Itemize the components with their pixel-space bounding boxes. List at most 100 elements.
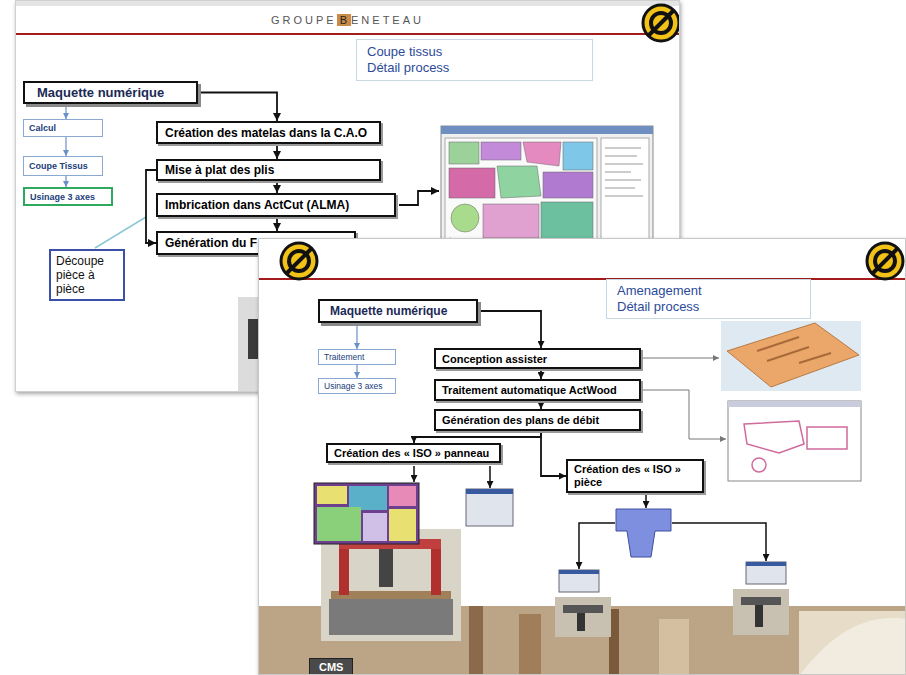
model-box: Maquette numérique (23, 81, 198, 104)
process-box: Génération des plans de débit (434, 409, 641, 431)
panel-render (727, 323, 859, 387)
machine-photo (733, 589, 789, 635)
nesting-screenshot (523, 142, 561, 166)
software-window (559, 570, 599, 574)
machine-label: CMS (309, 658, 353, 675)
callout-box: Découpe pièce à pièce (49, 249, 125, 301)
software-window (466, 489, 513, 526)
nesting-screenshot (451, 204, 479, 232)
badge-logo (867, 243, 903, 279)
nesting-render (363, 513, 387, 541)
nesting-screenshot (563, 142, 593, 170)
flow-arrow (478, 311, 541, 348)
flow-arrow (65, 176, 66, 187)
node-text: Traitement (324, 352, 390, 362)
image-arrow (672, 523, 766, 561)
cnc-machine-photo (321, 529, 461, 641)
workshop-photo (659, 619, 689, 675)
nesting-render (389, 509, 416, 541)
nesting-screenshot (441, 126, 653, 134)
badge-logo (643, 5, 679, 41)
panel-render (757, 337, 799, 351)
nesting-screenshot (605, 188, 635, 189)
slide-panel: CMS Amenagement Détail processMaquette n… (258, 238, 906, 675)
cnc-machine-photo (321, 529, 461, 641)
node-text: Coupe Tissus (29, 161, 97, 171)
software-window (466, 489, 513, 494)
process-box: Traitement automatique ActWood (434, 379, 641, 401)
logo-text: GROUPE (271, 14, 337, 26)
machine-photo (563, 605, 603, 613)
node-text: Usinage 3 axes (324, 381, 390, 391)
node-text: Création des « ISO » panneau (334, 447, 493, 459)
software-window (746, 562, 786, 584)
workshop-photo (799, 618, 906, 675)
flow-arrow (65, 104, 66, 119)
image-arrow (399, 191, 439, 205)
image-arrow (643, 358, 719, 359)
cnc-machine-photo (329, 599, 453, 635)
flow-arrow (276, 144, 278, 159)
leader-line (95, 217, 146, 248)
flow-arrow (146, 170, 156, 243)
nesting-screenshot (605, 164, 643, 165)
machine-photo (577, 613, 585, 631)
nesting-screenshot (605, 196, 643, 197)
image-arrow (413, 466, 415, 482)
panel-render (721, 321, 861, 391)
image-arrow (489, 466, 491, 488)
node-text: Imbrication dans ActCut (ALMA) (165, 198, 387, 212)
photo-fragment (248, 319, 258, 359)
machine-photo (555, 597, 611, 637)
cutting-plan-screenshot (744, 421, 804, 453)
process-box: Conception assister (434, 348, 641, 369)
cnc-machine-photo (379, 549, 393, 587)
node-text: Découpe pièce à pièce (56, 254, 118, 296)
logo-text: ENETEAU (351, 14, 424, 26)
nesting-render (314, 483, 419, 544)
workshop-photo (469, 606, 483, 675)
badge-logo (867, 243, 903, 279)
panel-render (799, 353, 831, 363)
nesting-screenshot (483, 204, 539, 238)
image-arrow (645, 495, 647, 508)
nesting-render (314, 483, 419, 544)
cutting-plan-screenshot (807, 427, 847, 449)
nesting-render (349, 486, 387, 510)
cutting-plan-screenshot (728, 401, 861, 481)
panel-render (767, 347, 809, 361)
node-text: Traitement automatique ActWood (442, 384, 633, 396)
nesting-screenshot (605, 156, 637, 157)
node-text: Maquette numérique (37, 85, 184, 100)
process-box: Création des matelas dans la C.A.O (156, 121, 381, 144)
cutting-plan-screenshot (728, 401, 861, 481)
node-text: Amenagement Détail process (617, 283, 717, 315)
machine-photo (741, 597, 781, 605)
flow-arrow (276, 181, 278, 193)
panel-render (721, 321, 861, 391)
flow-arrow (198, 93, 277, 122)
flow-arrow (540, 369, 542, 379)
badge-logo (281, 243, 317, 279)
step-box: Usinage 3 axes (23, 187, 113, 206)
nesting-screenshot (543, 172, 593, 198)
process-box: Création des « ISO » panneau (326, 443, 501, 463)
software-window (746, 562, 786, 566)
node-text: Maquette numérique (330, 304, 466, 318)
image-arrow (643, 390, 726, 439)
nesting-screenshot (449, 168, 495, 198)
badge-logo (287, 249, 311, 273)
flow-arrow (356, 323, 357, 349)
nesting-screenshot (605, 180, 641, 181)
badge-logo (281, 243, 317, 279)
header-rule (16, 33, 680, 35)
flow-arrow (276, 217, 278, 231)
node-text: Création des matelas dans la C.A.O (165, 126, 372, 140)
flow-arrow (540, 401, 542, 409)
step-box: Coupe Tissus (23, 156, 103, 176)
nesting-render (317, 507, 361, 541)
logo-header: GROUPEBENETEAU (16, 10, 679, 28)
badge-logo (643, 5, 679, 41)
nesting-screenshot (449, 142, 479, 164)
workshop-photo (519, 614, 541, 675)
